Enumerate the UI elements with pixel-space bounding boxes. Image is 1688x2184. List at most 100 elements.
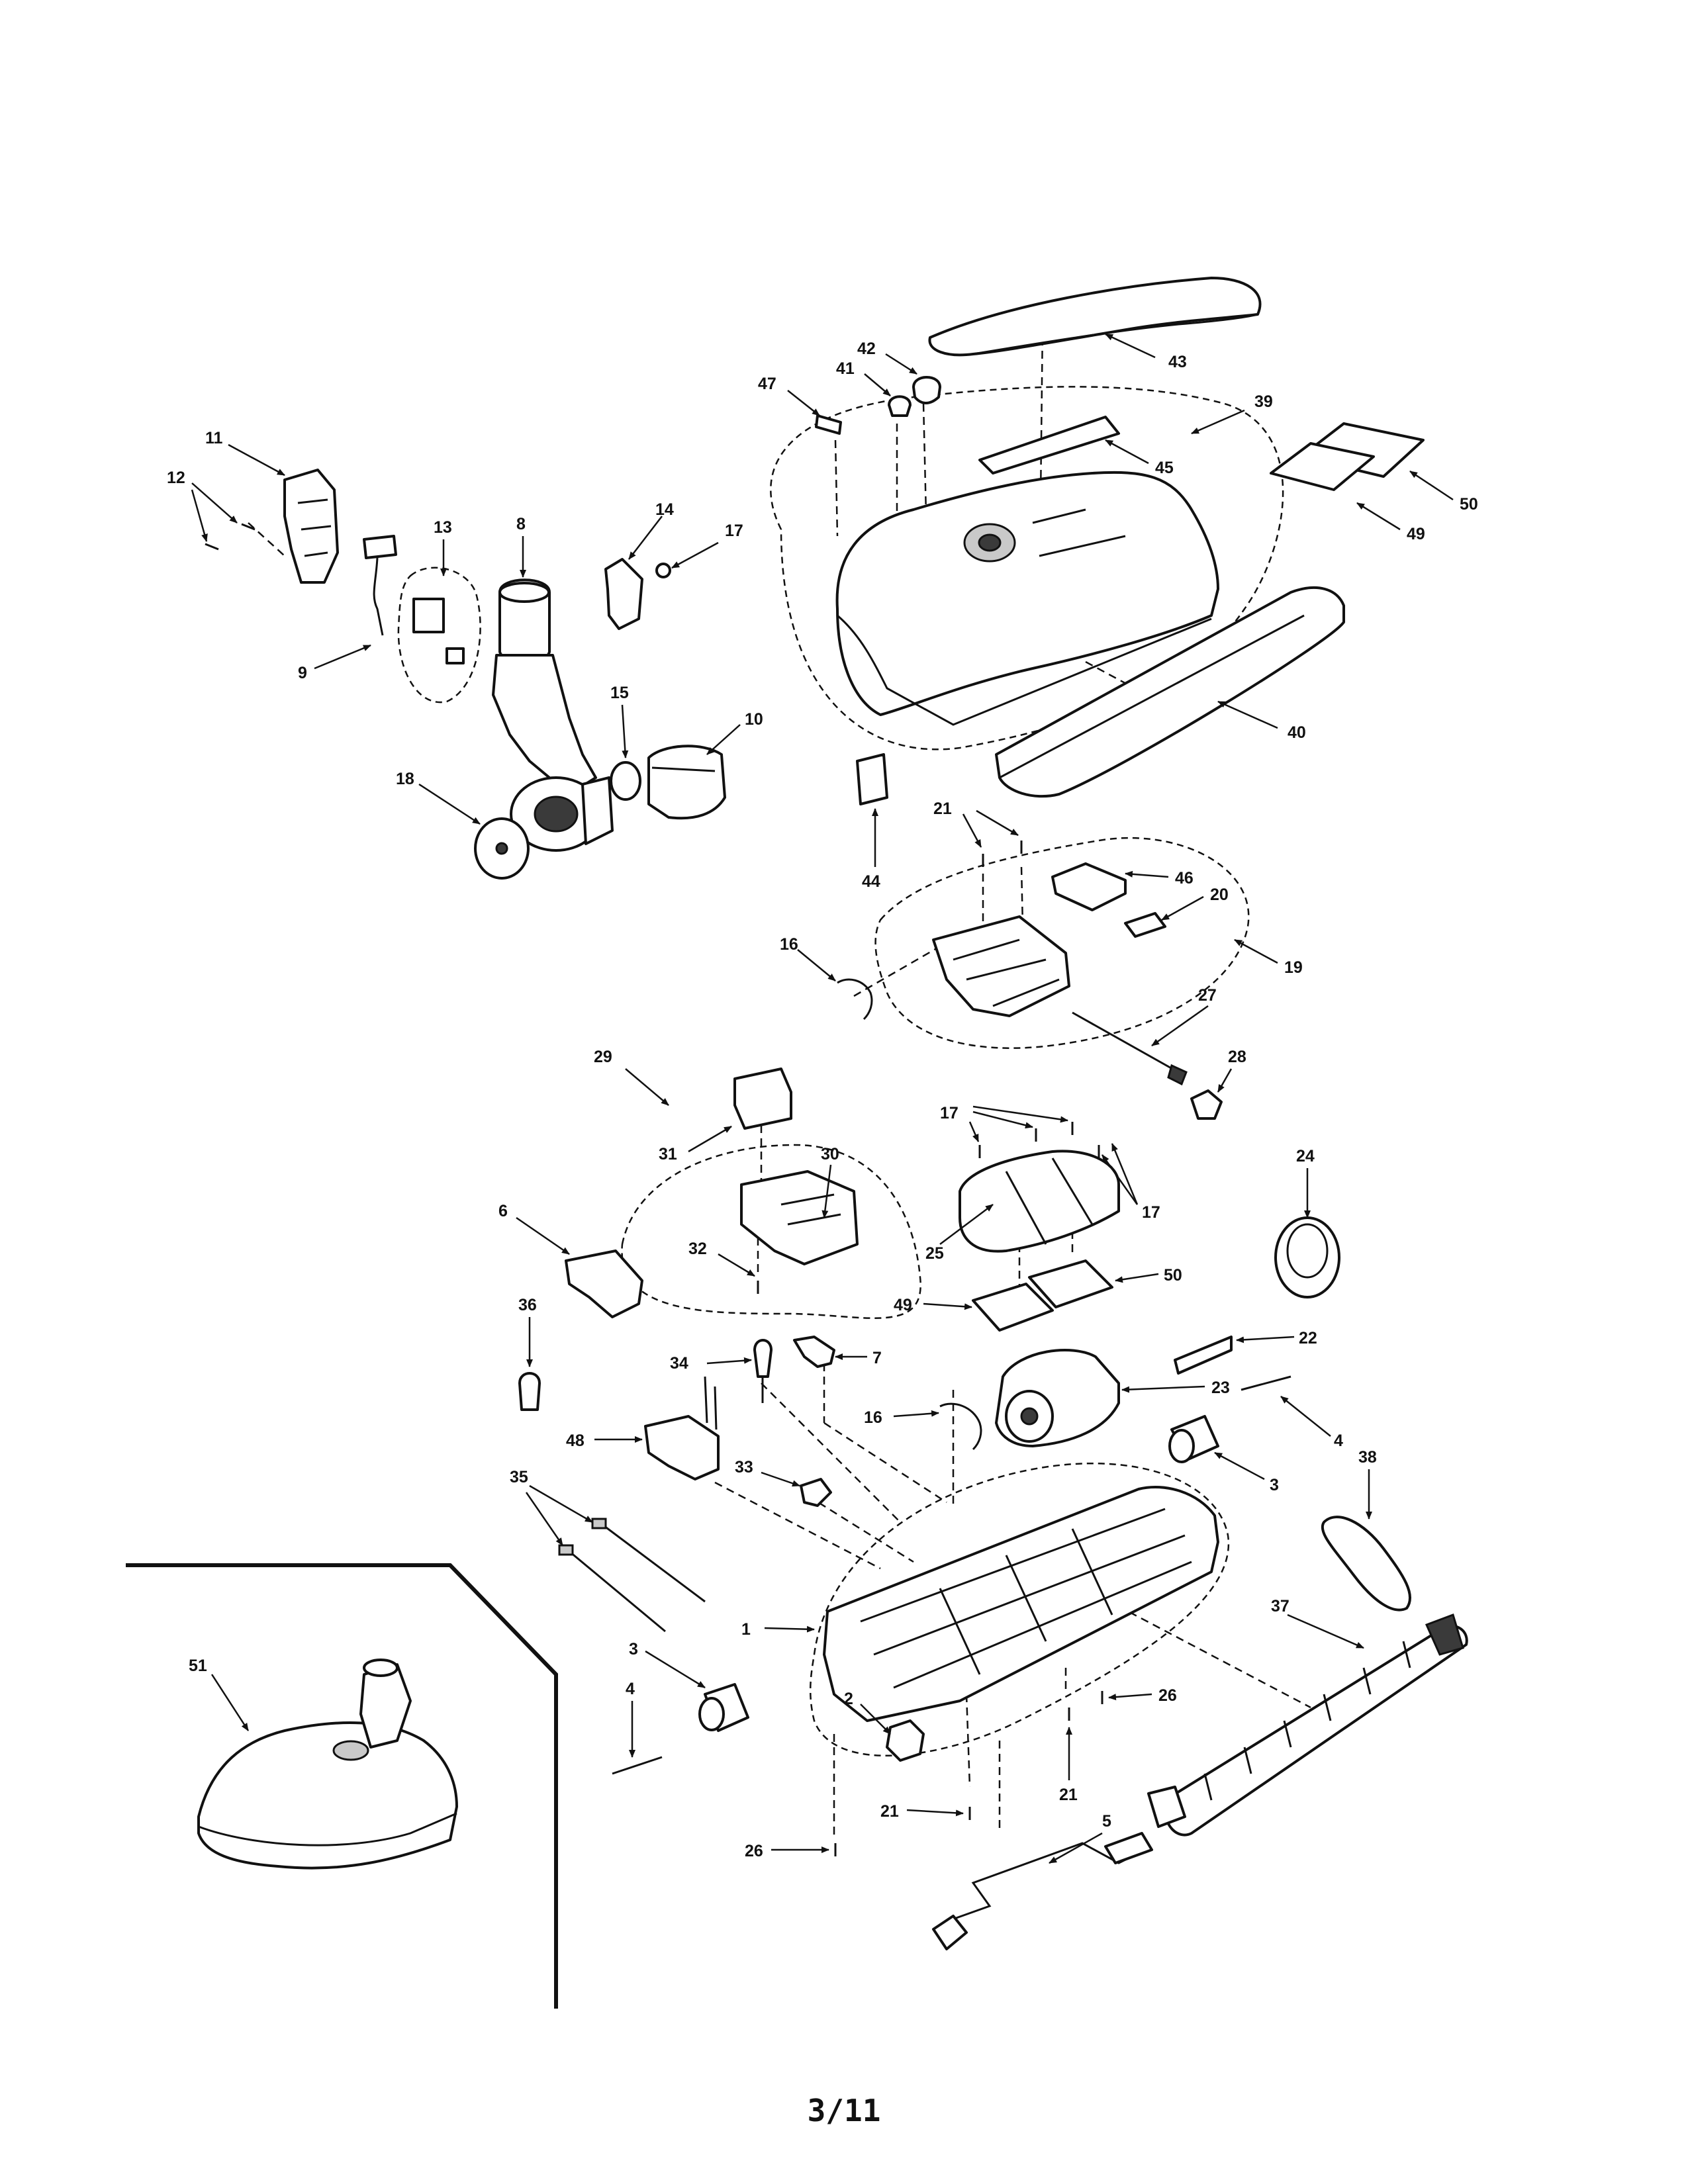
part-47-badge: [815, 414, 842, 435]
leader-10: [706, 724, 741, 755]
label-part-16-top: 16: [780, 935, 798, 954]
part-39-hood: [835, 471, 1219, 716]
part-51-nozzle-port: [332, 1740, 369, 1761]
part-42-collar: [912, 376, 941, 404]
assembly-boundary-1: [810, 1462, 1230, 1756]
leader-26-right: [1108, 1693, 1152, 1701]
align-line-33: [807, 1494, 914, 1563]
label-part-10: 10: [745, 710, 763, 729]
label-part-8: 8: [516, 515, 526, 533]
label-part-13: 13: [434, 518, 452, 537]
leader-16-mid: [893, 1410, 939, 1418]
leader-37: [1287, 1614, 1364, 1649]
part-36-wire-nut: [518, 1372, 541, 1411]
align-line-42: [922, 403, 928, 543]
leader-17-mid-e: [1111, 1143, 1139, 1205]
label-part-17-top: 17: [725, 522, 743, 540]
align-line-48: [714, 1481, 881, 1570]
part-50-pad-mid: [1028, 1259, 1113, 1308]
part-8-wheel-housing: [581, 776, 614, 845]
label-part-21-bottom-mid: 21: [1059, 1786, 1078, 1804]
leader-41: [864, 373, 891, 396]
leader-43: [1105, 333, 1156, 359]
leader-51: [211, 1674, 250, 1731]
part-16-clip-top: [837, 978, 873, 1021]
label-part-12: 12: [167, 469, 185, 487]
label-part-21-top: 21: [933, 799, 952, 818]
label-part-49-top: 49: [1407, 525, 1425, 543]
part-12-screw-b: [205, 543, 219, 551]
label-part-49-mid: 49: [894, 1296, 912, 1314]
part-13-contact-block: [412, 598, 445, 633]
part-35-tie-a: [598, 1521, 706, 1603]
part-15-oring: [610, 761, 641, 801]
part-16-clip-mid: [939, 1402, 982, 1451]
label-part-48: 48: [566, 1432, 585, 1450]
leader-21b: [976, 809, 1019, 837]
label-part-44: 44: [862, 872, 880, 891]
part-8-neck-top: [498, 582, 550, 603]
part-37-bristles: [1203, 1641, 1411, 1801]
part-46-bracket: [1051, 862, 1127, 911]
label-part-31: 31: [659, 1145, 677, 1163]
leader-23: [1121, 1385, 1205, 1393]
leader-12b: [191, 489, 208, 542]
label-part-36: 36: [518, 1296, 537, 1314]
part-37-brushroll: [1163, 1624, 1468, 1837]
part-9-wire: [373, 557, 384, 636]
label-part-26-right: 26: [1158, 1686, 1177, 1705]
part-10-cover: [647, 745, 726, 820]
leader-5: [1049, 1832, 1103, 1864]
leader-14: [628, 516, 663, 560]
label-part-42: 42: [857, 340, 876, 358]
part-49-pad-mid: [972, 1283, 1054, 1332]
part-48-lead-b: [714, 1386, 718, 1430]
label-part-22: 22: [1299, 1329, 1317, 1347]
part-4-pin-right: [1241, 1375, 1291, 1391]
leader-17-mid-c: [972, 1105, 1068, 1123]
leader-42: [885, 353, 917, 375]
leader-6: [516, 1216, 570, 1255]
label-part-50-mid: 50: [1164, 1266, 1182, 1285]
label-part-17-mid: 17: [940, 1104, 959, 1122]
part-37-end-cap-left: [1147, 1786, 1186, 1828]
part-27-cable-tie: [1072, 1011, 1179, 1073]
leader-47: [787, 390, 820, 416]
part-24-band: [1274, 1216, 1340, 1298]
leader-35b: [525, 1492, 564, 1546]
part-43-trim-cover: [928, 277, 1262, 357]
part-13-contact-clip: [445, 647, 465, 664]
label-part-34: 34: [670, 1354, 688, 1373]
align-line-21b: [1020, 866, 1024, 927]
part-41-knob: [888, 395, 912, 417]
label-part-11: 11: [205, 429, 223, 447]
label-part-17-mid-right: 17: [1142, 1203, 1160, 1222]
leader-16-top: [797, 949, 836, 981]
leader-27: [1151, 1005, 1209, 1047]
leader-46: [1125, 870, 1169, 878]
assembly-boundary-19: [874, 837, 1250, 1049]
leader-28: [1217, 1068, 1233, 1093]
part-1-base-pan: [823, 1486, 1219, 1722]
label-part-35: 35: [510, 1468, 528, 1486]
part-51-nozzle-body: [197, 1721, 458, 1870]
label-part-32: 32: [688, 1240, 707, 1258]
part-19-switch-detail: [953, 938, 1060, 1007]
part-35-tie-head-b: [558, 1544, 574, 1556]
label-part-4-left: 4: [626, 1680, 635, 1698]
label-part-43: 43: [1168, 353, 1187, 371]
label-part-3-left: 3: [629, 1640, 638, 1659]
part-39-hood-rim: [837, 614, 1212, 726]
label-part-24: 24: [1296, 1147, 1315, 1165]
label-part-7: 7: [872, 1349, 882, 1367]
leader-17-mid-a: [968, 1121, 980, 1142]
part-48-switch: [644, 1415, 720, 1480]
leader-33: [761, 1471, 800, 1487]
label-part-19: 19: [1284, 958, 1303, 977]
part-10-cover-edge: [651, 766, 716, 772]
part-3-roller-right-end: [1168, 1429, 1195, 1463]
label-part-37: 37: [1271, 1597, 1289, 1615]
part-20-label: [1124, 912, 1166, 938]
label-part-46: 46: [1175, 869, 1194, 887]
